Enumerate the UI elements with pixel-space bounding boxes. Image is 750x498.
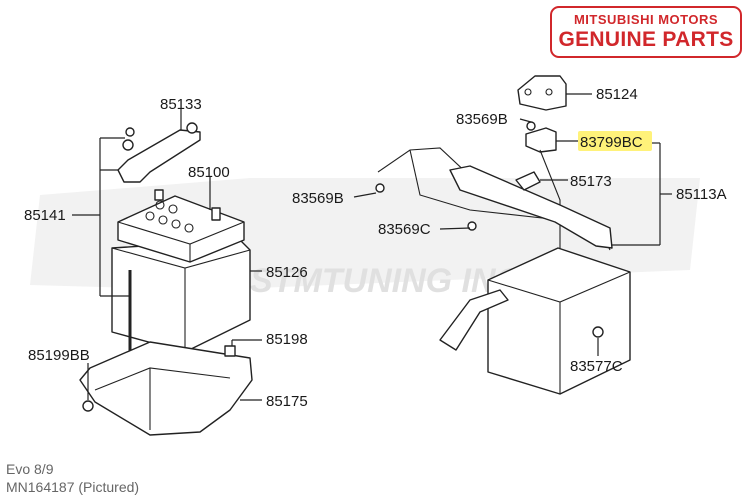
label-85199bb[interactable]: 85199BB: [28, 347, 90, 364]
label-85133[interactable]: 85133: [160, 96, 202, 113]
terminal-bolt: [592, 326, 604, 338]
footer-part-number: MN164187 (Pictured): [6, 479, 140, 495]
label-85141[interactable]: 85141: [24, 207, 66, 224]
badge-line1: MITSUBISHI MOTORS: [573, 12, 719, 27]
battery-terminal-neg: [154, 189, 164, 201]
nut-83569b-top: [526, 121, 536, 131]
footer-model: Evo 8/9: [6, 461, 54, 477]
label-85100[interactable]: 85100: [188, 164, 230, 181]
label-83569b-top[interactable]: 83569B: [456, 111, 508, 128]
terminal-cover: [517, 75, 567, 111]
tray-clip: [224, 345, 236, 357]
label-83577c[interactable]: 83577C: [570, 358, 623, 375]
label-85198[interactable]: 85198: [266, 331, 308, 348]
battery-right: [487, 247, 631, 395]
label-85173[interactable]: 85173: [570, 173, 612, 190]
label-85126[interactable]: 85126: [266, 264, 308, 281]
footer-caption: Evo 8/9 MN164187 (Pictured): [6, 460, 139, 496]
badge-line2: GENUINE PARTS: [558, 28, 734, 51]
tray-bolt: [82, 400, 94, 412]
bracket-nut-2: [125, 127, 135, 137]
leader-lines-right: [353, 93, 672, 356]
battery-tray-assembly: [72, 109, 262, 436]
label-83569c[interactable]: 83569C: [378, 221, 431, 238]
label-85113a[interactable]: 85113A: [676, 186, 727, 203]
genuine-parts-badge: MITSUBISHI MOTORS GENUINE PARTS: [550, 6, 742, 58]
battery-terminal-pos: [211, 207, 221, 221]
battery-tray: [79, 341, 253, 436]
coolant-hose: [439, 289, 509, 351]
label-83569b-left[interactable]: 83569B: [292, 190, 344, 207]
watermark-text: STMTUNING INC.: [250, 262, 530, 300]
main-cable-sleeve: [449, 165, 613, 249]
label-85175[interactable]: 85175: [266, 393, 308, 410]
battery-vents: [145, 200, 194, 233]
bracket-nut: [122, 139, 134, 151]
bracket-bolt: [186, 122, 198, 134]
battery-cable-assembly: [353, 75, 672, 395]
label-83799bc[interactable]: 83799BC: [580, 134, 643, 151]
label-85124[interactable]: 85124: [596, 86, 638, 103]
terminal-clamp: [525, 127, 557, 153]
cable-clamp: [515, 171, 541, 191]
leader-lines-left: [72, 109, 262, 401]
part-labels: 85133 85100 85141 85126 85198 85199BB 85…: [24, 86, 727, 410]
highlight-83799bc: [578, 131, 652, 151]
hold-down-bracket: [117, 129, 201, 183]
